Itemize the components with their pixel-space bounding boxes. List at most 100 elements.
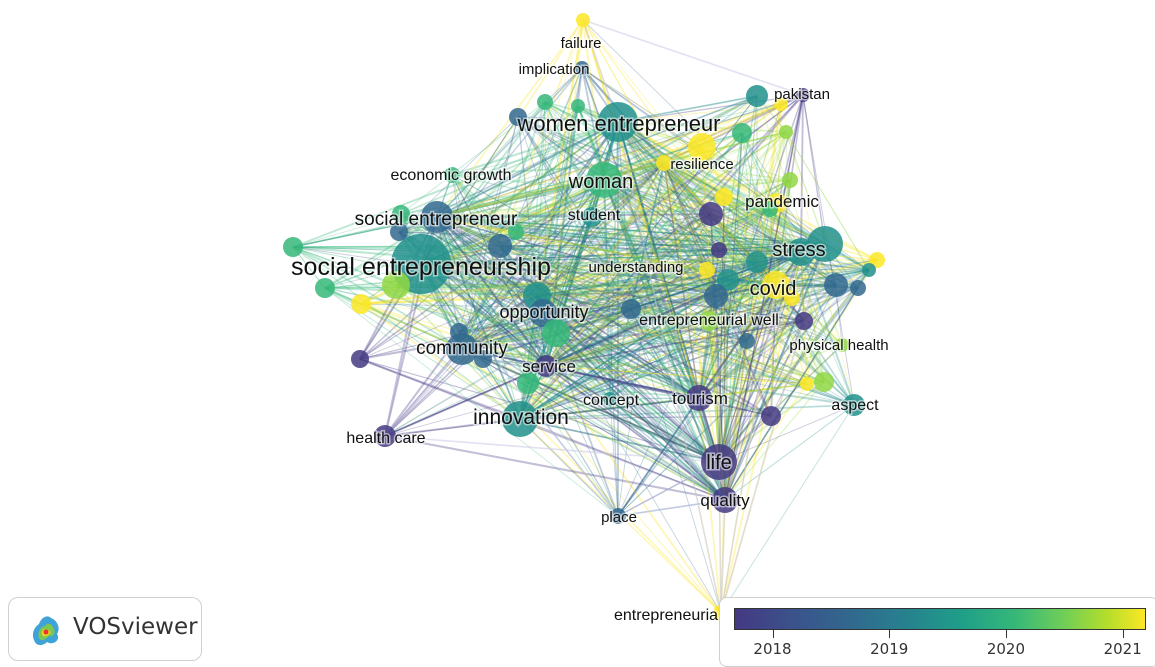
keyword-node[interactable]	[711, 242, 727, 258]
label-understanding[interactable]: understanding	[587, 258, 685, 278]
keyword-node[interactable]	[843, 394, 865, 416]
label-pandemic[interactable]: pandemic	[744, 191, 821, 213]
label-entrepreneurial-well[interactable]: entrepreneurial well	[638, 311, 781, 331]
keyword-node[interactable]	[598, 102, 638, 142]
keyword-node[interactable]	[508, 224, 524, 240]
keyword-node[interactable]	[774, 97, 788, 111]
label-life[interactable]: life	[705, 451, 734, 476]
label-physical-health[interactable]: physical health	[788, 336, 890, 356]
label-women-entrepreneur[interactable]: women entrepreneur	[515, 110, 722, 138]
keyword-node[interactable]	[739, 333, 755, 349]
keyword-node[interactable]	[586, 162, 622, 198]
keyword-node[interactable]	[488, 234, 512, 258]
keyword-node[interactable]	[795, 312, 813, 330]
keyword-node[interactable]	[474, 350, 492, 368]
link-line	[536, 131, 787, 297]
keyword-node[interactable]	[582, 207, 602, 227]
keyword-node[interactable]	[699, 202, 723, 226]
label-woman[interactable]: woman	[566, 170, 634, 195]
label-innovation[interactable]: innovation	[472, 405, 571, 431]
keyword-node[interactable]	[517, 372, 539, 394]
keyword-node[interactable]	[374, 425, 396, 447]
keyword-node[interactable]	[315, 278, 335, 298]
keyword-node[interactable]	[746, 251, 768, 273]
keyword-node[interactable]	[732, 123, 752, 143]
keyword-node[interactable]	[762, 271, 790, 299]
link-line	[499, 245, 619, 517]
label-opportunity[interactable]: opportunity	[498, 301, 590, 324]
keyword-node[interactable]	[688, 133, 716, 161]
keyword-node[interactable]	[814, 372, 834, 392]
keyword-node[interactable]	[509, 108, 527, 126]
keyword-node[interactable]	[704, 284, 728, 308]
keyword-node[interactable]	[571, 99, 585, 113]
keyword-node[interactable]	[537, 94, 553, 110]
keyword-node[interactable]	[824, 273, 848, 297]
label-social-entrepreneur[interactable]: social entrepreneur	[353, 208, 519, 232]
label-place[interactable]: place	[600, 508, 639, 528]
keyword-node[interactable]	[869, 252, 885, 268]
label-pakistan[interactable]: pakistan	[773, 85, 832, 105]
keyword-node[interactable]	[850, 280, 866, 296]
keyword-node[interactable]	[699, 262, 715, 278]
keyword-node[interactable]	[807, 226, 843, 262]
keyword-node[interactable]	[862, 263, 876, 277]
keyword-node[interactable]	[621, 299, 641, 319]
label-community[interactable]: community	[415, 337, 510, 361]
label-covid[interactable]: covid	[748, 277, 798, 302]
keyword-node[interactable]	[835, 338, 849, 352]
label-tourism[interactable]: tourism	[671, 388, 730, 410]
link-line	[536, 295, 825, 383]
keyword-node[interactable]	[575, 61, 589, 75]
keyword-node[interactable]	[701, 444, 737, 480]
label-health-care[interactable]: health care	[345, 429, 427, 449]
keyword-node[interactable]	[535, 355, 557, 377]
label-stress[interactable]: stress	[771, 238, 827, 263]
label-service[interactable]: service	[521, 356, 578, 378]
keyword-node[interactable]	[787, 238, 815, 266]
keyword-node[interactable]	[761, 406, 781, 426]
legend-tick	[889, 630, 891, 638]
keyword-node[interactable]	[717, 269, 739, 291]
label-implication[interactable]: implication	[517, 60, 591, 80]
keyword-node[interactable]	[699, 311, 719, 331]
keyword-node[interactable]	[779, 125, 793, 139]
label-resilience[interactable]: resilience	[669, 155, 735, 175]
keyword-node[interactable]	[603, 392, 617, 406]
keyword-node[interactable]	[800, 377, 814, 391]
keyword-node[interactable]	[421, 201, 453, 233]
keyword-node[interactable]	[746, 85, 768, 107]
label-social-entrepreneurship[interactable]: social entrepreneurship	[290, 252, 553, 283]
keyword-node[interactable]	[712, 487, 738, 513]
label-economic-growth[interactable]: economic growth	[389, 166, 513, 186]
keyword-node[interactable]	[283, 237, 303, 257]
label-entrepreneurial[interactable]: entrepreneuria	[612, 606, 719, 626]
keyword-node[interactable]	[351, 294, 371, 314]
keyword-node[interactable]	[796, 88, 810, 102]
label-student[interactable]: student	[566, 206, 622, 226]
keyword-node[interactable]	[444, 167, 460, 183]
keyword-node[interactable]	[656, 155, 672, 171]
link-line	[436, 121, 619, 218]
keyword-node[interactable]	[390, 223, 408, 241]
keyword-node[interactable]	[351, 350, 369, 368]
keyword-node[interactable]	[446, 333, 478, 365]
keyword-node[interactable]	[382, 271, 410, 299]
label-concept[interactable]: concept	[581, 391, 641, 411]
keyword-node[interactable]	[715, 188, 733, 206]
keyword-node[interactable]	[542, 319, 570, 347]
label-aspect[interactable]: aspect	[830, 396, 881, 416]
keyword-node[interactable]	[762, 201, 778, 217]
keyword-node[interactable]	[529, 299, 557, 327]
keyword-node[interactable]	[784, 290, 800, 306]
keyword-node[interactable]	[686, 385, 712, 411]
label-failure[interactable]: failure	[559, 34, 603, 54]
keyword-node[interactable]	[610, 508, 626, 524]
label-quality[interactable]: quality	[699, 490, 752, 512]
keyword-node[interactable]	[392, 205, 410, 223]
keyword-node[interactable]	[782, 172, 798, 188]
keyword-node[interactable]	[576, 13, 590, 27]
keyword-node[interactable]	[502, 401, 538, 437]
link-line	[724, 269, 870, 501]
